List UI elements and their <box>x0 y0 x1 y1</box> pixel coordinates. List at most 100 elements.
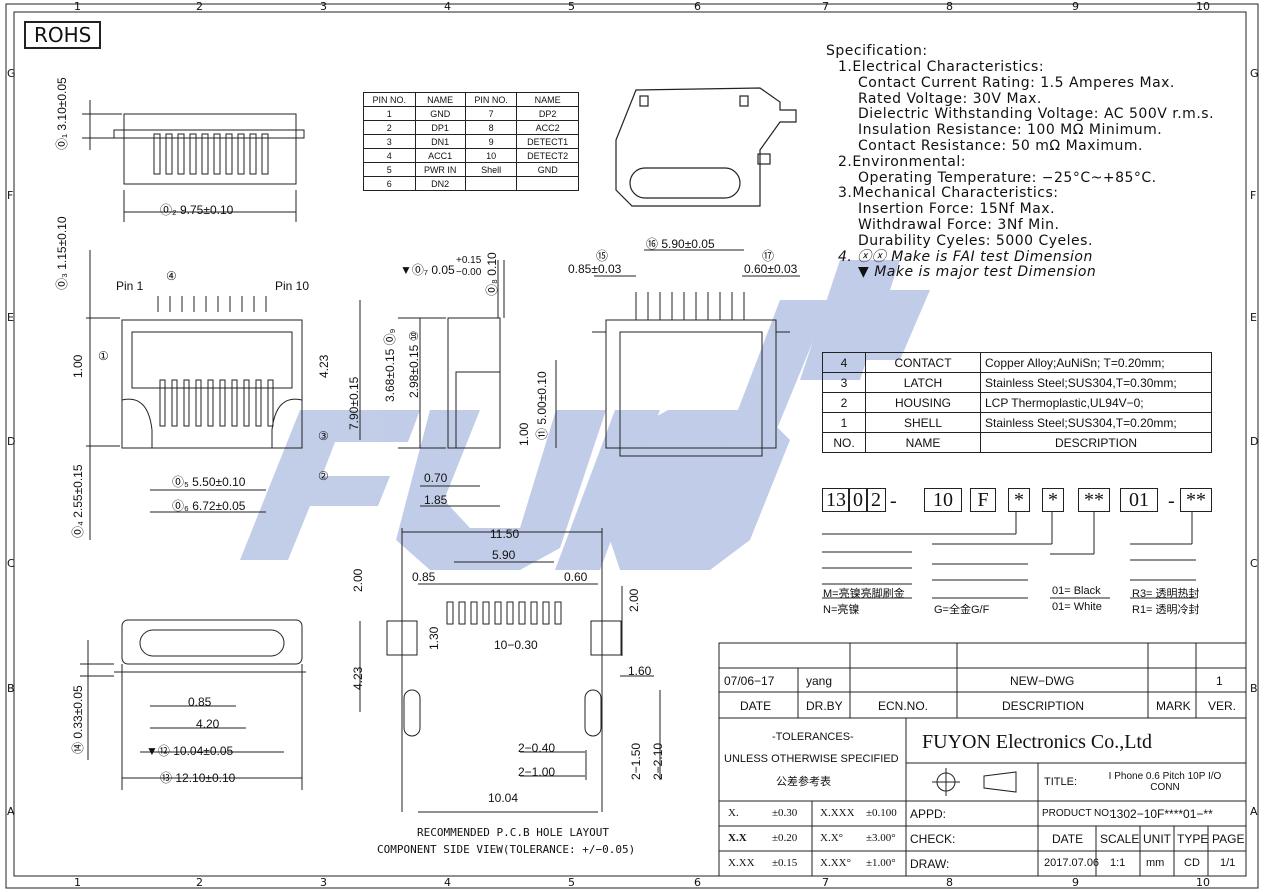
part-number-segment: F <box>970 488 996 512</box>
pin-table-cell: 10 <box>464 148 518 163</box>
tol-cn: 公差参考表 <box>776 776 831 788</box>
pin-table-cell: 3 <box>363 134 416 149</box>
pin-table-cell: DETECT2 <box>516 148 579 163</box>
option-gold: G=全金G/F <box>934 604 990 616</box>
grid-label: D <box>1250 435 1259 448</box>
bom-cell: Stainless Steel;SUS304,T=0.30mm; <box>980 372 1212 393</box>
part-number-segment: 0 <box>848 488 868 512</box>
pin-table-header: NAME <box>516 92 579 107</box>
pcb-200b: 2.00 <box>627 588 641 612</box>
tolerance-cell: APPD: <box>910 807 947 821</box>
callout-1: ① <box>98 349 109 363</box>
grid-label: 5 <box>568 876 575 889</box>
pin-table-cell <box>464 176 518 191</box>
bottom-view <box>80 619 306 790</box>
tolerance-cell: DRAW: <box>910 857 950 871</box>
f-type: TYPE <box>1177 832 1209 846</box>
front-view <box>86 250 361 540</box>
pin-table-cell: 8 <box>464 120 518 135</box>
dim-420: 4.20 <box>196 717 220 731</box>
dim-100: 1.00 <box>71 354 85 378</box>
spec-line: 1.Electrical Characteristics: <box>838 59 1045 75</box>
spec-line: Withdrawal Force: 3Nf Min. <box>858 217 1060 233</box>
dim-17-value: 0.60±0.03 <box>744 262 798 276</box>
grid-label: 10 <box>1196 876 1210 889</box>
dim-17: ⑰ <box>762 249 775 263</box>
f-scale: SCALE <box>1100 832 1140 846</box>
tolerance-cell: X.XXX <box>820 807 855 819</box>
option-plating-m: M=亮镍亮脚刷金 <box>823 588 905 600</box>
pcb-423: 4.23 <box>351 666 365 690</box>
dim-02: ⓪₂ 9.75±0.10 <box>160 203 234 217</box>
dim-790: 7.90±0.15 <box>347 376 361 430</box>
grid-label: 10 <box>1196 0 1210 13</box>
bom-cell: CONTACT <box>865 352 981 373</box>
bom-cell: 2 <box>822 392 866 413</box>
pcb-240: 2−0.40 <box>518 741 556 755</box>
part-number-segment: 10 <box>924 488 962 512</box>
sheet-border <box>5 3 1259 889</box>
pin-table-cell: ACC2 <box>516 120 579 135</box>
pin-table-cell: 2 <box>363 120 416 135</box>
part-number-segment: ** <box>1180 488 1212 512</box>
rev-date: 07/06−17 <box>724 674 775 688</box>
tolerance-cell: CHECK: <box>910 832 956 846</box>
dim-14: ⑭ 0.33±0.05 <box>71 685 85 754</box>
f-page: PAGE <box>1212 832 1245 846</box>
pin-table-cell: Shell <box>464 162 518 177</box>
rear-view <box>592 249 800 457</box>
spec-line: Contact Current Rating: 1.5 Amperes Max. <box>858 74 1175 91</box>
hdr-mark: MARK <box>1156 699 1191 713</box>
option-black: 01= Black <box>1052 585 1101 597</box>
bom-header: NO. <box>822 432 866 453</box>
spec-title: Specification: <box>826 43 928 59</box>
grid-label: 9 <box>1072 0 1079 13</box>
grid-label: E <box>1250 311 1257 324</box>
v-page: 1/1 <box>1220 857 1236 869</box>
spec-line: Operating Temperature: −25°C~+85°C. <box>858 169 1157 186</box>
tolerance-cell: X.X <box>728 832 747 844</box>
v-date: 2017.07.06 <box>1044 857 1100 869</box>
v-scale: 1:1 <box>1110 857 1126 869</box>
grid-label: B <box>1250 682 1258 695</box>
dim-085: 0.85 <box>188 695 212 709</box>
dim-12: ▼⑫ 10.04±0.05 <box>146 744 234 758</box>
grid-label: 7 <box>822 0 829 13</box>
hdr-ecn: ECN.NO. <box>878 699 929 713</box>
v-unit: mm <box>1146 857 1165 869</box>
tolerance-cell: ±0.30 <box>772 807 798 819</box>
bom-cell: 1 <box>822 412 866 433</box>
grid-label: F <box>1250 189 1257 202</box>
spec-line: Insulation Resistance: 100 MΩ Minimum. <box>858 122 1163 139</box>
pcb-caption-2: COMPONENT SIDE VIEW(TOLERANCE: +/−0.05) <box>377 843 636 856</box>
grid-label: A <box>1250 805 1258 818</box>
title-value: I Phone 0.6 Pitch 10P I/O CONN <box>1108 771 1222 793</box>
bom-cell: 3 <box>822 372 866 393</box>
spec-line: Insertion Force: 15Nf Max. <box>858 201 1056 218</box>
grid-label: 3 <box>320 876 327 889</box>
pcb-1030: 10−0.30 <box>494 638 538 652</box>
spec-line: ▼ Make is major test Dimension <box>858 264 1097 281</box>
tol-title: -TOLERANCES- <box>772 731 854 743</box>
spec-line: 3.Mechanical Characteristics: <box>838 185 1059 202</box>
f-unit: UNIT <box>1143 832 1171 846</box>
pin-table-cell: 7 <box>464 106 518 121</box>
dim-423: 4.23 <box>317 354 331 378</box>
tolerance-cell: ±0.15 <box>772 857 798 869</box>
dim-08: ⓪₈ 0.10 <box>485 252 499 296</box>
bom-cell: Stainless Steel;SUS304,T=0.20mm; <box>980 412 1212 433</box>
pin-table-cell: ACC1 <box>414 148 466 163</box>
pin-table-cell: DP1 <box>414 120 466 135</box>
grid-label: 5 <box>568 0 575 13</box>
tolerance-cell: X.XX° <box>820 857 851 869</box>
isometric-view <box>615 87 797 207</box>
grid-label: 1 <box>74 0 81 13</box>
pcb-060: 0.60 <box>564 570 588 584</box>
